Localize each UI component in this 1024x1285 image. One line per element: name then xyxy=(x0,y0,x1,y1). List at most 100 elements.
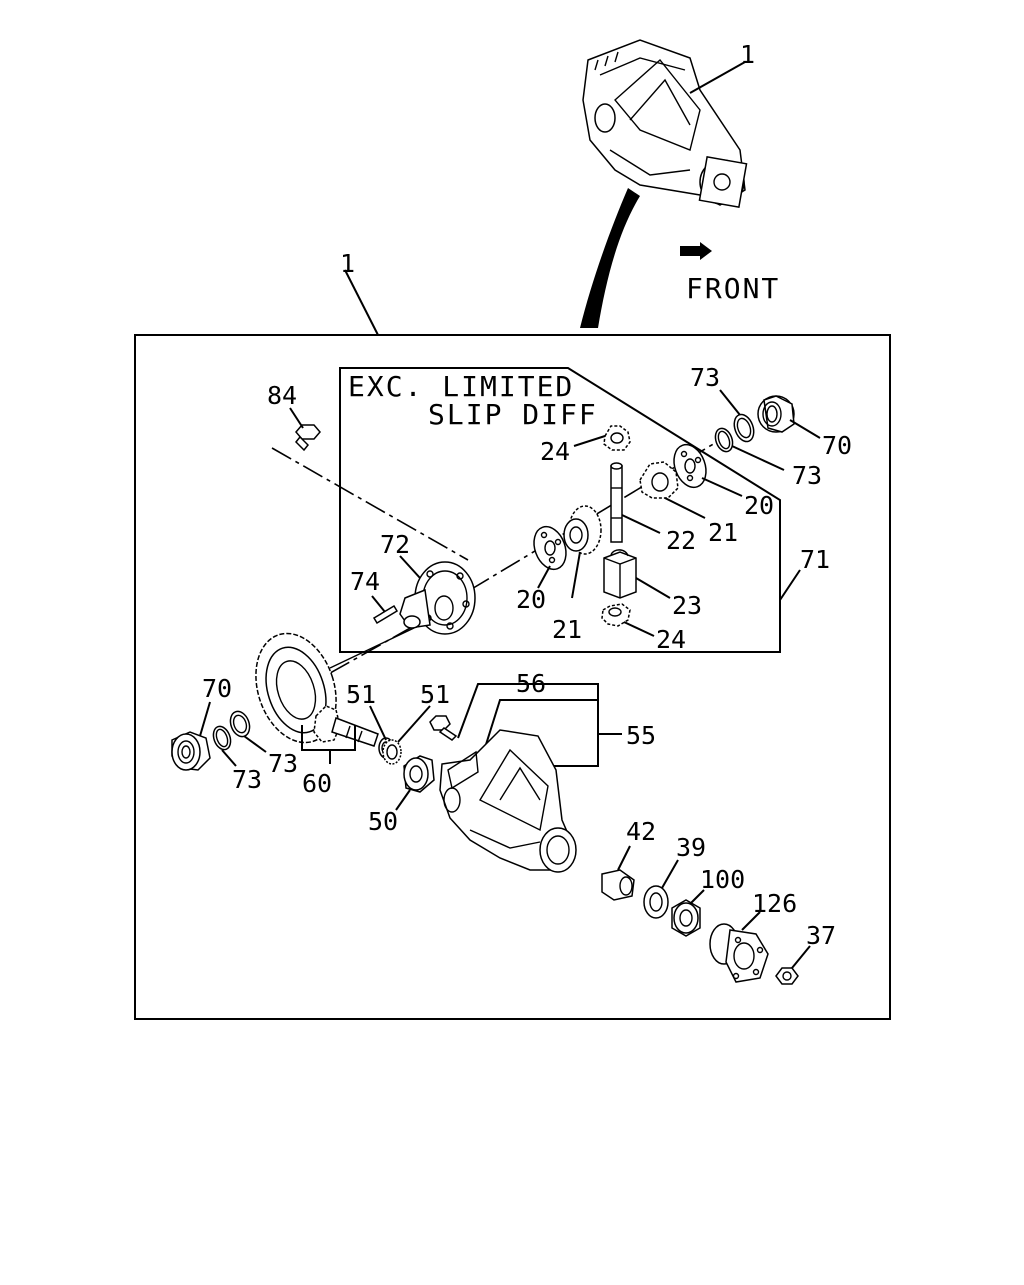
callout-50: 50 xyxy=(368,807,398,836)
callout-73-right: 73 xyxy=(792,461,822,490)
leader-21-right xyxy=(664,497,706,519)
block-23-icon xyxy=(603,549,637,599)
callout-84: 84 xyxy=(267,381,297,410)
thrust-washer-20-right-icon xyxy=(673,443,707,489)
bearing-70-right-icon xyxy=(757,395,795,433)
differential-case-72-icon xyxy=(399,561,476,635)
limited-slip-box xyxy=(339,367,781,653)
leader-39 xyxy=(661,859,679,889)
oil-seal-39-icon xyxy=(643,885,669,919)
front-label: FRONT xyxy=(686,272,780,305)
leader-70-left xyxy=(199,701,211,737)
nut-37-icon xyxy=(775,967,799,985)
pinion-gear-24-bottom-icon xyxy=(601,603,631,627)
leader-73-left-b xyxy=(221,749,237,767)
leader-1-frame xyxy=(344,269,379,336)
callout-20-left: 20 xyxy=(516,585,546,614)
leader-72 xyxy=(399,555,421,579)
carrier-housing-55-icon xyxy=(439,729,577,873)
thrust-washer-20-left-icon xyxy=(533,525,567,571)
leader-84 xyxy=(289,407,304,429)
leader-21-left xyxy=(571,551,581,599)
leader-73-left-a xyxy=(243,735,267,753)
leader-51-b xyxy=(397,705,431,743)
callout-37: 37 xyxy=(806,921,836,950)
leader-42 xyxy=(617,845,631,871)
callout-70-left: 70 xyxy=(202,674,232,703)
callout-24-top: 24 xyxy=(540,437,570,466)
bearing-70-left-icon xyxy=(171,731,211,771)
leader-73-top xyxy=(719,389,741,416)
callout-23: 23 xyxy=(672,591,702,620)
leader-71 xyxy=(779,569,801,601)
callout-51-a: 51 xyxy=(346,680,376,709)
callout-71: 71 xyxy=(800,545,830,574)
leader-22 xyxy=(621,514,661,534)
callout-73-top: 73 xyxy=(690,363,720,392)
shim-73-right-a-icon xyxy=(733,413,755,443)
shim-73-left-a-icon xyxy=(229,710,251,738)
side-gear-21-right-icon xyxy=(639,461,679,499)
leader-37 xyxy=(791,945,811,969)
pinion-shaft-22-icon xyxy=(610,462,623,543)
bracket-60 xyxy=(301,725,356,751)
callout-42: 42 xyxy=(626,817,656,846)
callout-22: 22 xyxy=(666,526,696,555)
shim-73-right-b-icon xyxy=(714,427,734,453)
callout-56: 56 xyxy=(516,669,546,698)
leader-23 xyxy=(635,577,671,599)
drive-pinion-60-icon xyxy=(313,705,379,747)
exploded-view-frame xyxy=(134,334,891,1020)
callout-73-left-b: 73 xyxy=(232,765,262,794)
leader-20-right xyxy=(701,477,743,497)
pinion-gear-24-top-icon xyxy=(603,425,631,451)
bearing-51-b-icon xyxy=(382,739,402,765)
callout-21-right: 21 xyxy=(708,518,738,547)
leader-24-top xyxy=(573,435,606,447)
leader-56 xyxy=(457,683,599,739)
zoom-arrow xyxy=(580,188,640,328)
spacer-42-icon xyxy=(601,869,635,901)
bolt-56-icon xyxy=(429,715,458,741)
leader-73-right xyxy=(731,445,785,471)
connector-line xyxy=(329,627,415,669)
callout-55: 55 xyxy=(626,721,656,750)
leader-20-left xyxy=(537,565,551,589)
leader-1-top xyxy=(689,61,746,94)
callout-51-b: 51 xyxy=(420,680,450,709)
callout-1-top: 1 xyxy=(740,40,755,69)
pin-74-icon xyxy=(372,604,399,625)
leader-126 xyxy=(741,911,761,931)
front-arrow-icon xyxy=(680,242,712,260)
side-gear-21-left-icon xyxy=(563,505,602,555)
leader-24-bottom xyxy=(623,621,655,637)
bearing-100-icon xyxy=(671,899,701,937)
callout-72: 72 xyxy=(380,530,410,559)
note-line1: EXC. LIMITED xyxy=(348,370,574,403)
leader-70-right xyxy=(789,419,821,439)
callout-70-right: 70 xyxy=(822,431,852,460)
bracket-55 xyxy=(477,699,599,771)
bolt-84-icon xyxy=(294,424,321,452)
callout-60: 60 xyxy=(302,769,332,798)
callout-73-left-a: 73 xyxy=(268,749,298,778)
axis-line-1 xyxy=(271,447,469,561)
callout-74: 74 xyxy=(350,567,380,596)
note-line2: SLIP DIFF xyxy=(428,398,598,431)
leader-100 xyxy=(689,889,705,905)
leader-74 xyxy=(371,595,386,613)
callout-20-right: 20 xyxy=(744,491,774,520)
flange-126-icon xyxy=(709,923,769,983)
shim-73-left-b-icon xyxy=(212,725,232,751)
leader-51-a xyxy=(369,705,387,741)
callout-126: 126 xyxy=(752,889,797,918)
callout-100: 100 xyxy=(700,865,745,894)
bearing-50-icon xyxy=(403,755,435,793)
callout-39: 39 xyxy=(676,833,706,862)
callout-21-left: 21 xyxy=(552,615,582,644)
leader-50 xyxy=(395,789,411,811)
assembly-top xyxy=(582,39,748,209)
callout-24-bottom: 24 xyxy=(656,625,686,654)
